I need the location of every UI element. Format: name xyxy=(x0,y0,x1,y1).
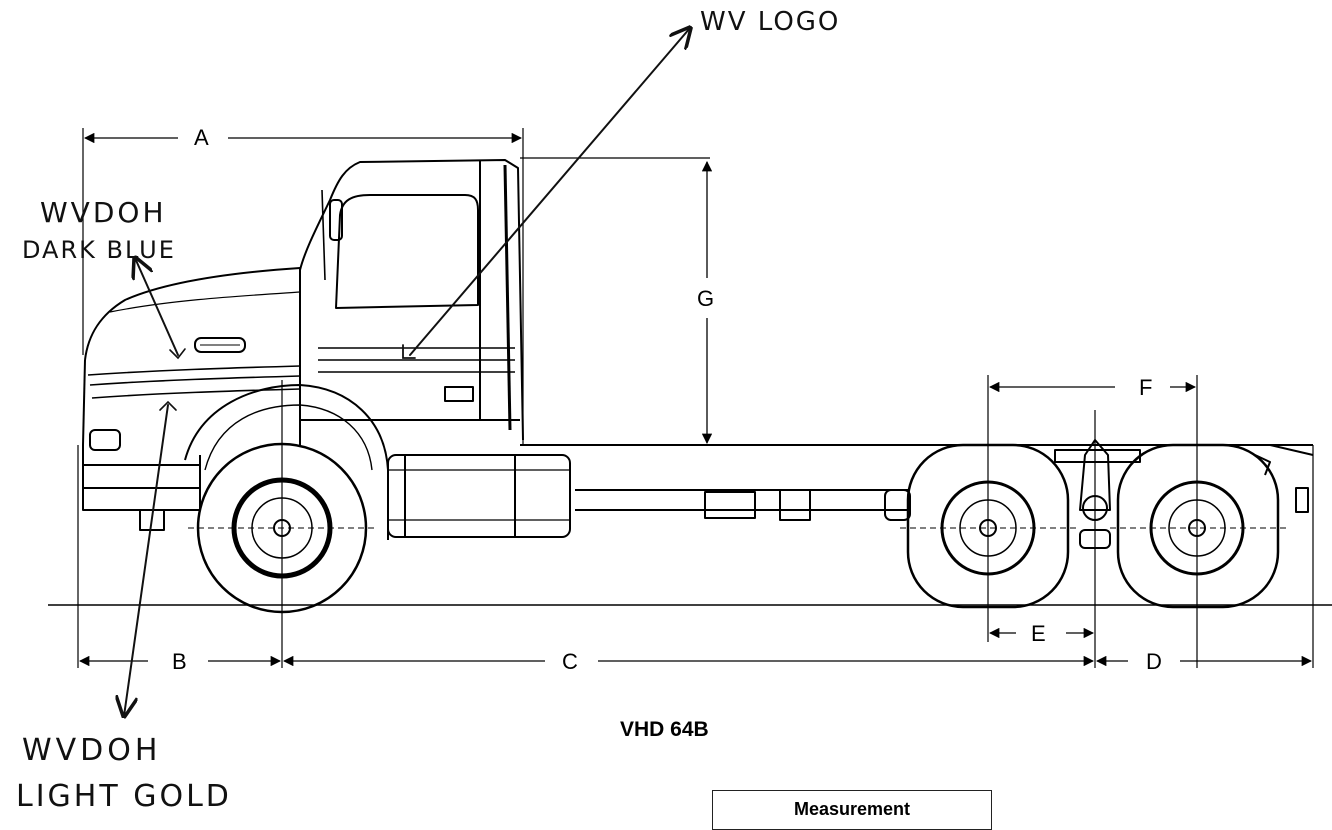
dimension-c: C xyxy=(282,649,1095,674)
truck-drawing xyxy=(82,159,1314,549)
dim-label-b: B xyxy=(172,649,187,674)
frame-rail xyxy=(520,444,1314,513)
arrow-to-logo xyxy=(409,28,690,356)
arrow-to-hood xyxy=(135,258,179,356)
dim-label-a: A xyxy=(194,125,209,150)
dim-label-c: C xyxy=(562,649,578,674)
model-name: VHD 64B xyxy=(620,718,709,741)
hood xyxy=(82,267,301,451)
rear-wheel-front-axle xyxy=(900,443,1076,609)
dimension-e: E xyxy=(988,621,1095,646)
rear-wheel-rear-axle xyxy=(1110,443,1286,609)
bumper xyxy=(82,445,201,531)
cab xyxy=(299,159,524,445)
tandem-suspension xyxy=(1054,439,1271,549)
measurement-table: Measurement xyxy=(712,790,992,830)
annotation-light-gold-line1: WVDOH xyxy=(22,733,161,768)
annotation-light-gold-line2: LIGHT GOLD xyxy=(16,779,232,814)
annotation-dark-blue-line2: DARK BLUE xyxy=(22,236,176,264)
front-wheel xyxy=(188,442,376,614)
dimension-a: A xyxy=(83,125,523,150)
dimension-d: D xyxy=(1095,649,1313,674)
annotation-arrows xyxy=(124,28,690,716)
dim-label-d: D xyxy=(1146,649,1162,674)
dimension-g: G xyxy=(697,160,714,445)
dim-label-e: E xyxy=(1031,621,1046,646)
fuel-tank xyxy=(387,454,571,538)
annotation-dark-blue-line1: WVDOH xyxy=(40,196,167,229)
extension-lines xyxy=(77,128,1314,668)
annotation-wv-logo: WV LOGO xyxy=(700,7,840,37)
fender xyxy=(184,384,389,540)
dimension-f: F xyxy=(988,375,1197,400)
measurement-header: Measurement xyxy=(793,799,911,819)
dim-label-f: F xyxy=(1139,375,1152,400)
driveshaft xyxy=(704,489,911,521)
dim-label-g: G xyxy=(697,286,714,311)
arrow-to-stripe xyxy=(124,404,169,716)
dimension-b: B xyxy=(78,649,282,674)
